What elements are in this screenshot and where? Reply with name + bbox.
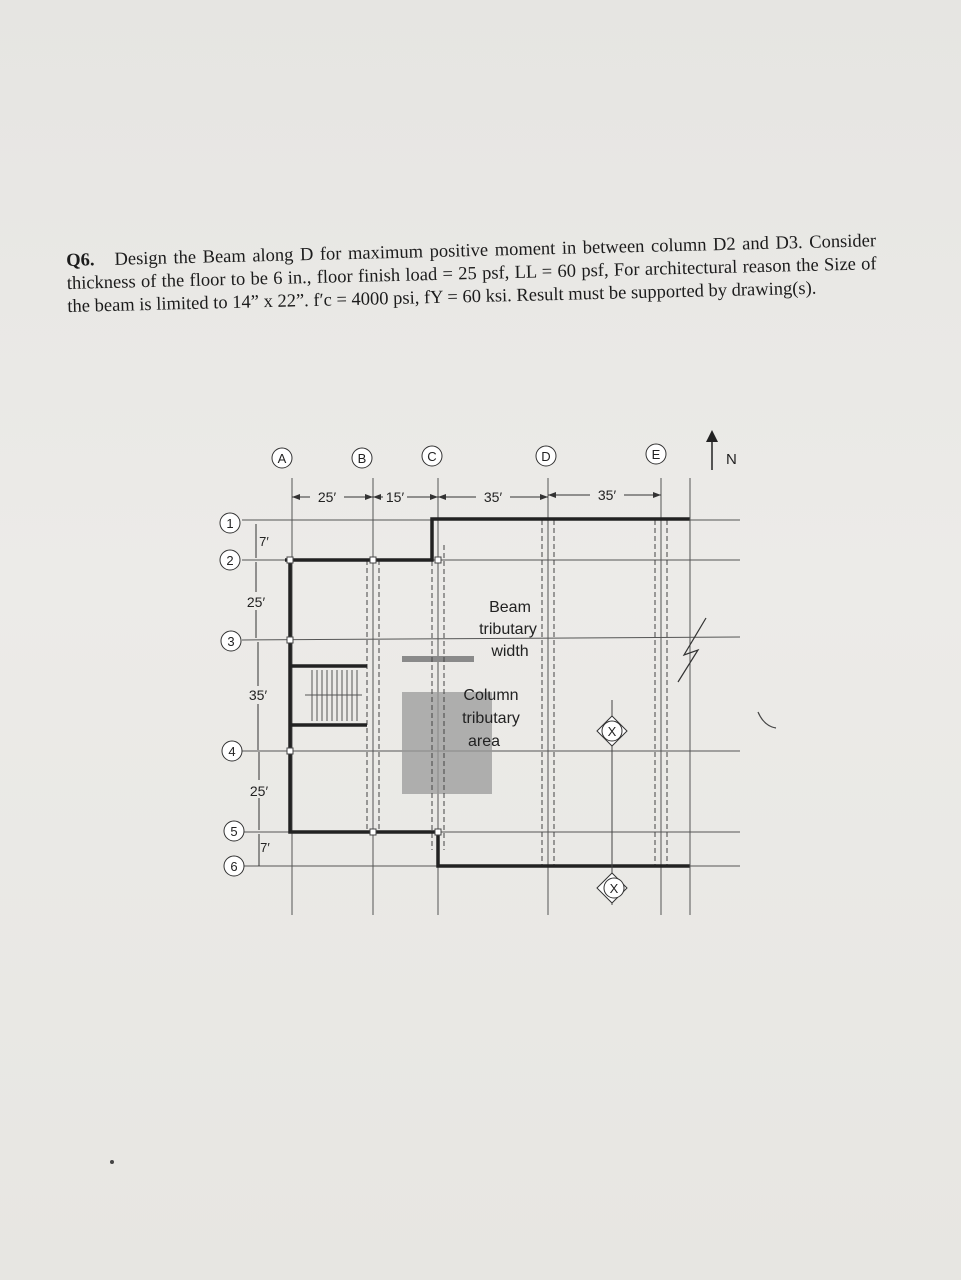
- section-mark-bottom: X: [596, 872, 628, 904]
- dim-4-5: 25′: [250, 783, 269, 799]
- dim-2-3: 25′: [247, 594, 266, 610]
- svg-text:area: area: [468, 733, 500, 750]
- svg-text:width: width: [490, 643, 528, 660]
- svg-text:D: D: [541, 449, 550, 464]
- building-outline-north: [285, 517, 690, 562]
- svg-text:C: C: [427, 449, 436, 464]
- vertical-dimension-lines: [255, 524, 260, 866]
- dim-c-d: 35′: [484, 489, 503, 505]
- beam-tributary-label: Beam tributary width: [479, 599, 537, 660]
- beam-tributary-strip: [402, 656, 474, 662]
- column-bubble-c: C: [421, 445, 443, 467]
- svg-text:2: 2: [226, 553, 233, 568]
- paper-speck: [110, 1160, 114, 1164]
- row-bubble-5: 5: [223, 820, 245, 842]
- section-mark-top: X: [596, 715, 628, 747]
- column-tributary-area: [402, 692, 492, 794]
- dim-1-2: 7′: [259, 534, 269, 549]
- row-bubble-2: 2: [219, 549, 241, 571]
- dim-d-e: 35′: [598, 487, 617, 503]
- column-bubble-b: B: [351, 447, 373, 469]
- dim-a-b: 25′: [318, 489, 337, 505]
- svg-text:B: B: [358, 451, 367, 466]
- column-bubble-e: E: [645, 443, 667, 465]
- svg-text:tributary: tributary: [462, 710, 520, 727]
- row-bubble-3: 3: [220, 630, 242, 652]
- dim-3-4: 35′: [249, 687, 268, 703]
- break-line: [677, 617, 707, 683]
- svg-text:Beam: Beam: [489, 599, 531, 616]
- column-tributary-label: Column tributary area: [462, 687, 520, 750]
- svg-text:5: 5: [230, 824, 237, 839]
- dimension-arrowheads: [292, 492, 661, 500]
- svg-text:N: N: [726, 451, 737, 468]
- column-bubble-a: A: [271, 447, 293, 469]
- svg-text:3: 3: [227, 634, 234, 649]
- column-bubbles: A B C D E: [271, 443, 667, 469]
- svg-text:X: X: [610, 881, 619, 896]
- row-bubbles: 1 2 3 4 5 6: [219, 512, 245, 877]
- svg-text:E: E: [652, 447, 661, 462]
- row-bubble-1: 1: [219, 512, 241, 534]
- dim-5-6: 7′: [260, 840, 270, 855]
- svg-text:X: X: [608, 724, 617, 739]
- svg-text:A: A: [278, 451, 287, 466]
- svg-text:6: 6: [230, 859, 237, 874]
- row-bubble-4: 4: [221, 740, 243, 762]
- stair-opening: [290, 664, 367, 727]
- column-markers: [286, 556, 442, 836]
- north-arrow: N: [706, 430, 737, 470]
- svg-text:4: 4: [228, 744, 235, 759]
- beam-lines: [366, 520, 668, 866]
- row-bubble-6: 6: [223, 855, 245, 877]
- svg-text:1: 1: [226, 516, 233, 531]
- svg-text:Column: Column: [463, 687, 518, 704]
- dim-b-c: 15′: [386, 489, 405, 505]
- svg-text:tributary: tributary: [479, 621, 537, 638]
- pen-mark: [757, 711, 777, 729]
- column-bubble-d: D: [535, 445, 557, 467]
